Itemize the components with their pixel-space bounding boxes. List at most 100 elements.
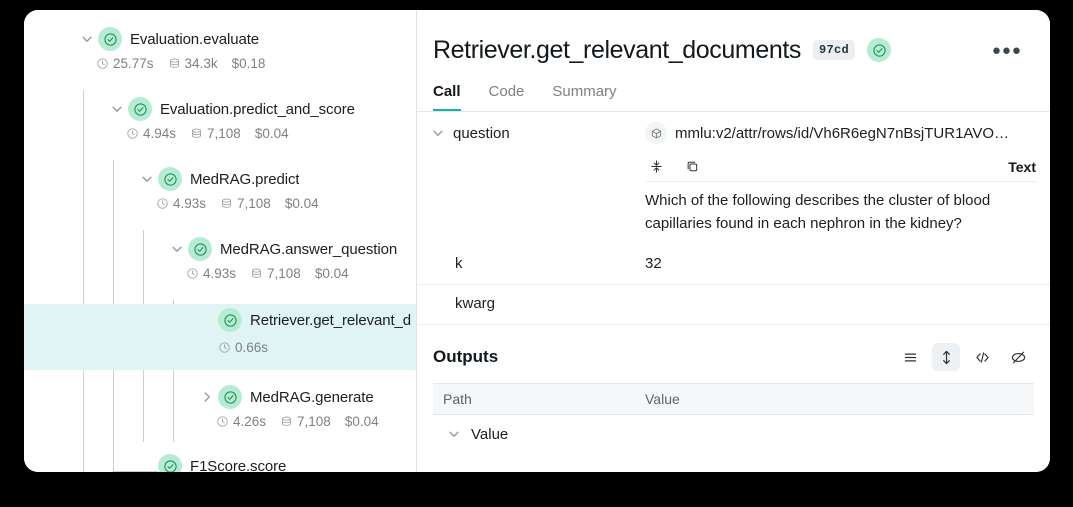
status-success-icon — [218, 385, 242, 409]
tree-node-medrag-predict[interactable]: MedRAG.predict 4.93s 7,108 $0.04 — [24, 166, 416, 218]
duration-meta: 4.26s — [216, 414, 266, 429]
tokens-value: 7,108 — [237, 195, 271, 211]
cost-meta: $0.04 — [345, 414, 379, 429]
collapse-vertical-icon[interactable] — [645, 156, 667, 178]
app-window: Evaluation.evaluate 25.77s 34.3k $0.18 — [24, 10, 1050, 472]
tokens-meta: 7,108 — [190, 126, 241, 141]
input-row-k[interactable]: k 32 — [417, 245, 1050, 285]
call-detail-panel: Retriever.get_relevant_documents 97cd ●●… — [417, 10, 1050, 472]
outputs-section: Outputs Path — [417, 339, 1050, 446]
outputs-view-toolbar[interactable] — [896, 343, 1032, 371]
tokens-meta: 7,108 — [220, 196, 271, 211]
duration-value: 0.66s — [235, 339, 269, 355]
question-expanded-block: Text Which of the following describes th… — [417, 152, 1050, 245]
more-options-icon[interactable]: ●●● — [991, 41, 1022, 59]
chevron-right-icon[interactable] — [196, 386, 218, 408]
tree-node-label: F1Score.score — [190, 457, 287, 473]
tree-node-evaluation-evaluate[interactable]: Evaluation.evaluate 25.77s 34.3k $0.18 — [24, 26, 416, 78]
tree-node-medrag-answer-question[interactable]: MedRAG.answer_question 4.93s 7,108 $0.04 — [24, 236, 416, 288]
chevron-down-icon[interactable] — [443, 423, 465, 445]
tokens-value: 7,108 — [297, 413, 331, 429]
clock-icon — [97, 57, 108, 69]
cost-meta: $0.04 — [255, 126, 289, 141]
tree-guide-line — [173, 300, 174, 442]
tree-node-medrag-generate[interactable]: MedRAG.generate 4.26s 7,108 $0.04 — [24, 384, 416, 436]
cost-meta: $0.04 — [285, 196, 319, 211]
trace-tree-panel[interactable]: Evaluation.evaluate 25.77s 34.3k $0.18 — [24, 10, 417, 472]
input-row-question[interactable]: question mmlu:v2/attr/rows/id/Vh6R6egN7n… — [417, 112, 1050, 152]
call-id-badge[interactable]: 97cd — [812, 40, 855, 60]
tokens-meta: 34.3k — [168, 56, 218, 71]
duration-meta: 4.93s — [156, 196, 206, 211]
duration-value: 4.94s — [143, 125, 177, 141]
dataset-ref[interactable]: mmlu:v2/attr/rows/id/Vh6R6egN7nBsjTUR1AV… — [645, 122, 1036, 144]
cost-meta: $0.04 — [315, 266, 349, 281]
status-success-icon — [98, 27, 122, 51]
tokens-meta: 7,108 — [250, 266, 301, 281]
clock-icon — [127, 127, 138, 139]
tokens-icon — [222, 198, 231, 208]
input-key-label: k — [455, 255, 463, 272]
clock-icon — [157, 197, 168, 209]
tree-node-label: Evaluation.predict_and_score — [160, 100, 355, 118]
cost-value: $0.04 — [284, 195, 319, 211]
tab-summary[interactable]: Summary — [552, 83, 617, 100]
chevron-down-icon[interactable] — [166, 238, 188, 260]
code-view-icon[interactable] — [968, 343, 996, 371]
duration-meta: 4.93s — [186, 266, 236, 281]
tokens-value: 34.3k — [184, 55, 218, 71]
input-row-kwarg[interactable]: kwarg — [417, 285, 1050, 325]
detail-header: Retriever.get_relevant_documents 97cd ●●… — [417, 10, 1050, 72]
tree-node-label: Retriever.get_relevant_d — [250, 311, 412, 329]
tree-node-label: MedRAG.answer_question — [220, 240, 398, 258]
duration-value: 25.77s — [113, 55, 154, 71]
duration-value: 4.93s — [173, 195, 207, 211]
tokens-icon — [252, 268, 261, 278]
detail-tab-bar[interactable]: Call Code Summary — [417, 72, 1050, 112]
input-key-question: question — [417, 122, 645, 144]
hide-icon[interactable] — [1004, 343, 1032, 371]
input-key-label: question — [453, 124, 510, 142]
duration-meta: 25.77s — [96, 56, 154, 71]
status-success-icon — [218, 308, 242, 332]
input-key-label: kwarg — [455, 295, 496, 312]
content-type-label: Text — [1008, 158, 1036, 175]
tree-node-label: MedRAG.generate — [250, 388, 374, 406]
tree-guide-connector — [113, 471, 158, 472]
cube-icon — [645, 122, 667, 144]
outputs-header: Outputs — [417, 339, 1050, 375]
tokens-icon — [192, 128, 201, 138]
dataset-ref-text: mmlu:v2/attr/rows/id/Vh6R6egN7nBsjTUR1AV… — [675, 124, 1009, 142]
outputs-table-header: Path Value — [433, 383, 1034, 415]
tokens-meta: 7,108 — [280, 414, 331, 429]
expand-vertical-icon[interactable] — [932, 343, 960, 371]
duration-meta: 0.66s — [218, 340, 268, 355]
status-success-icon — [188, 237, 212, 261]
copy-icon[interactable] — [681, 156, 703, 178]
chevron-down-icon[interactable] — [427, 122, 449, 144]
duration-value: 4.26s — [233, 413, 267, 429]
outputs-row-path: Value — [471, 425, 509, 443]
cost-value: $0.04 — [314, 265, 349, 281]
column-header-value: Value — [645, 391, 680, 407]
tab-code[interactable]: Code — [488, 83, 525, 100]
clock-icon — [187, 267, 198, 279]
tokens-icon — [282, 416, 291, 426]
duration-value: 4.93s — [203, 265, 237, 281]
list-view-icon[interactable] — [896, 343, 924, 371]
chevron-down-icon[interactable] — [76, 28, 98, 50]
chevron-down-icon[interactable] — [106, 98, 128, 120]
input-value-k: 32 — [645, 255, 662, 272]
tab-call[interactable]: Call — [433, 83, 461, 111]
cost-value: $0.04 — [344, 413, 379, 429]
outputs-title: Outputs — [433, 347, 499, 366]
outputs-table-row[interactable]: Value — [433, 422, 1034, 446]
status-success-icon — [158, 167, 182, 191]
chevron-down-icon[interactable] — [136, 168, 158, 190]
tokens-value: 7,108 — [267, 265, 301, 281]
tree-node-evaluation-predict-and-score[interactable]: Evaluation.predict_and_score 4.94s 7,108… — [24, 96, 416, 148]
tree-node-f1score-score[interactable]: F1Score.score — [24, 453, 416, 473]
duration-meta: 4.94s — [126, 126, 176, 141]
page-title: Retriever.get_relevant_documents — [433, 35, 801, 64]
tree-node-retriever-get-relevant-documents[interactable]: Retriever.get_relevant_d 0.66s — [24, 304, 416, 370]
